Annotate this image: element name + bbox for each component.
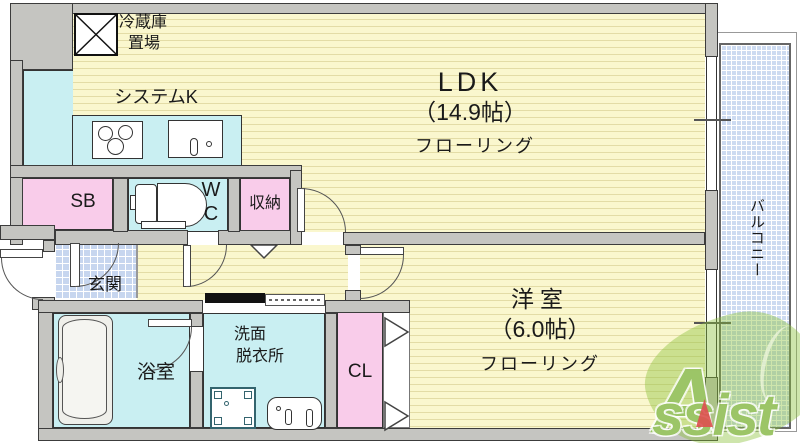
wall-hall-bottom <box>38 300 203 313</box>
shoebox-label: SB <box>70 191 96 212</box>
washer-corner <box>244 391 252 399</box>
balcony-label: バルコニー <box>748 198 765 278</box>
wall-right-2 <box>705 190 718 270</box>
wall-wc-left <box>113 178 128 232</box>
ldk-window-tick <box>694 119 731 121</box>
bedroom-size: （6.0帖） <box>489 316 591 342</box>
fridge-label-line2: 置場 <box>128 35 161 52</box>
fridge-x-icon <box>75 14 117 55</box>
washer-corner <box>244 417 252 425</box>
knob-icon <box>206 141 212 147</box>
stove <box>92 121 143 159</box>
kitchen-counter-side <box>23 70 73 166</box>
shoebox-room <box>22 178 113 230</box>
washer-space <box>210 387 256 429</box>
storage-label: 収納 <box>248 195 281 212</box>
closet-room <box>337 312 383 428</box>
vanity-sink <box>267 397 322 430</box>
bedroom-door-leaf <box>360 247 404 255</box>
vanity-dot <box>276 406 281 411</box>
entrance-step-line <box>136 245 138 298</box>
wall-wc-right <box>228 178 240 232</box>
closet-label: CL <box>347 361 373 382</box>
fridge-label-line1: 冷蔵庫 <box>119 14 168 31</box>
wall-ldk-bedroom <box>343 232 705 245</box>
storage-door-icon <box>249 244 279 260</box>
washer-corner <box>214 417 222 425</box>
bathtub-grip <box>56 357 64 383</box>
bath-label: 浴室 <box>136 362 175 383</box>
burner-icon <box>107 138 124 155</box>
bathtub-inner <box>62 319 107 419</box>
washer-dot <box>224 401 229 406</box>
faucet-icon <box>190 138 198 156</box>
entrance-label: 玄関 <box>88 275 122 294</box>
washroom-label-line1: 洗面 <box>233 326 266 343</box>
closet-door-icon <box>384 400 410 432</box>
logo-letter-a: A <box>652 349 718 443</box>
toilet-base <box>141 221 186 229</box>
bathtub <box>56 315 113 425</box>
wall-right-1 <box>705 3 718 57</box>
kitchen-sink <box>168 120 223 158</box>
entrance-door-arc <box>1 258 43 300</box>
bath-door-leaf <box>148 319 192 327</box>
closet-door-icon <box>384 316 410 348</box>
ldk-window <box>706 57 717 190</box>
wall-kitchen-bottom <box>10 165 302 178</box>
wc-label-w: W <box>201 179 221 201</box>
washer-corner <box>214 391 222 399</box>
wall-topleft-block <box>10 3 73 70</box>
bedroom-window-tick <box>694 322 731 324</box>
kitchen-label: システムK <box>114 87 198 107</box>
wall-bedroomdoor-jamb-top <box>345 245 361 255</box>
wall-left-upper <box>10 60 23 245</box>
bedroom-name: 洋室 <box>511 286 569 312</box>
toilet-tank <box>135 184 157 224</box>
balcony <box>719 43 791 429</box>
ldk-name: LDK <box>437 67 503 97</box>
sliding-door-panel <box>205 293 265 303</box>
vanity-faucet <box>306 409 313 427</box>
toilet-handle <box>130 195 136 210</box>
washroom-label-line2: 脱衣所 <box>235 348 284 365</box>
ldk-size: （14.9帖） <box>413 99 527 125</box>
ldk-flooring: フローリング <box>415 136 535 156</box>
entrance-door-leaf <box>0 249 43 258</box>
wall-entrance-jamb-top <box>43 240 55 252</box>
wall-bottom <box>38 428 718 441</box>
wall-left-lower <box>38 308 53 441</box>
sliding-door-dashes <box>269 299 321 301</box>
wall-entrance-stub <box>0 225 55 240</box>
bedroom-floor <box>360 245 705 428</box>
bedroom-flooring: フローリング <box>480 354 600 374</box>
wall-bath-washroom-b <box>190 371 203 428</box>
burner-icon <box>98 126 113 141</box>
vanity-faucet <box>285 409 292 425</box>
wc-label-c: C <box>203 203 219 225</box>
hallway-floor <box>137 245 348 300</box>
fridge-box <box>74 13 118 56</box>
burner-icon <box>118 125 133 140</box>
wall-closet-top <box>325 300 410 313</box>
wall-washroom-closet <box>325 313 337 428</box>
logo-letters-rest: ssist <box>652 382 776 443</box>
